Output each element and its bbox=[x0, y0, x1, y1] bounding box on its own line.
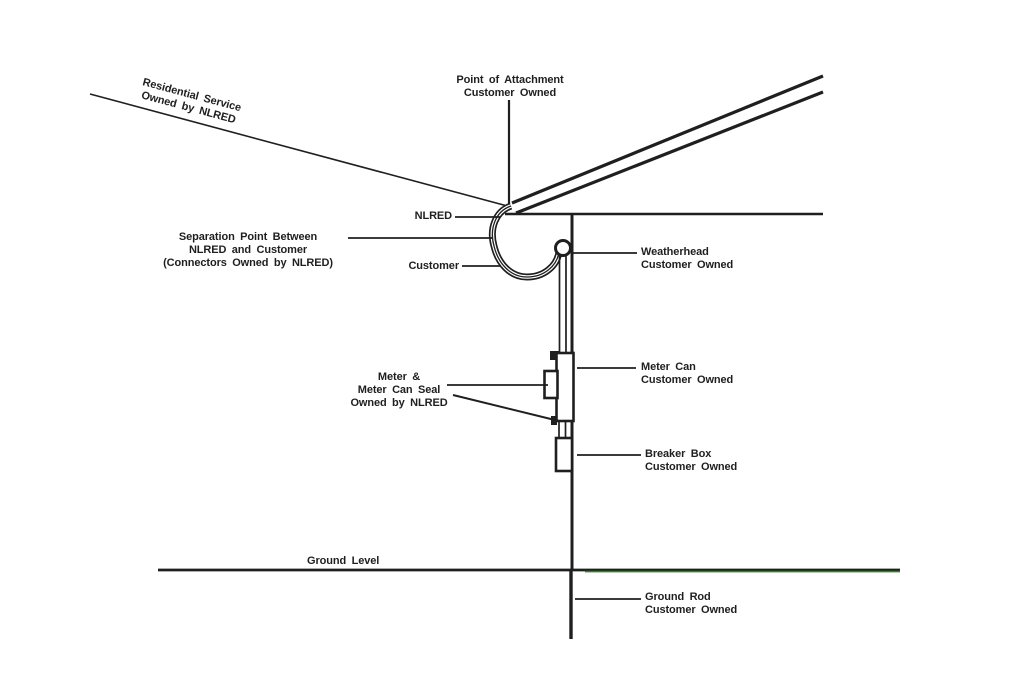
meter-can-label: Meter Can Customer Owned bbox=[641, 361, 734, 386]
weatherhead-symbol bbox=[554, 239, 572, 257]
meter-seal-diagonal-leader-line bbox=[452, 394, 560, 422]
breaker-box-symbol bbox=[554, 436, 574, 473]
meter-seal-label: Meter & Meter Can Seal Owned by NLRED bbox=[350, 371, 448, 409]
service-drop-line bbox=[89, 93, 512, 208]
nlred-label: NLRED bbox=[414, 210, 452, 222]
point-of-attachment-label: Point of Attachment Customer Owned bbox=[456, 74, 564, 99]
separation-point-label: Separation Point Between NLRED and Custo… bbox=[163, 231, 333, 269]
customer-label: Customer bbox=[408, 260, 459, 272]
meter-hub bbox=[550, 351, 559, 360]
roof-upper-line bbox=[511, 74, 824, 205]
meter-can-symbol bbox=[555, 351, 575, 423]
ground-level-label: Ground Level bbox=[307, 555, 380, 567]
drip-loop-cable bbox=[488, 202, 563, 281]
roof-lower-line bbox=[515, 90, 824, 215]
ground-rod-label: Ground Rod Customer Owned bbox=[645, 591, 738, 616]
weatherhead-label: Weatherhead Customer Owned bbox=[641, 246, 734, 271]
breaker-box-label: Breaker Box Customer Owned bbox=[645, 448, 738, 473]
